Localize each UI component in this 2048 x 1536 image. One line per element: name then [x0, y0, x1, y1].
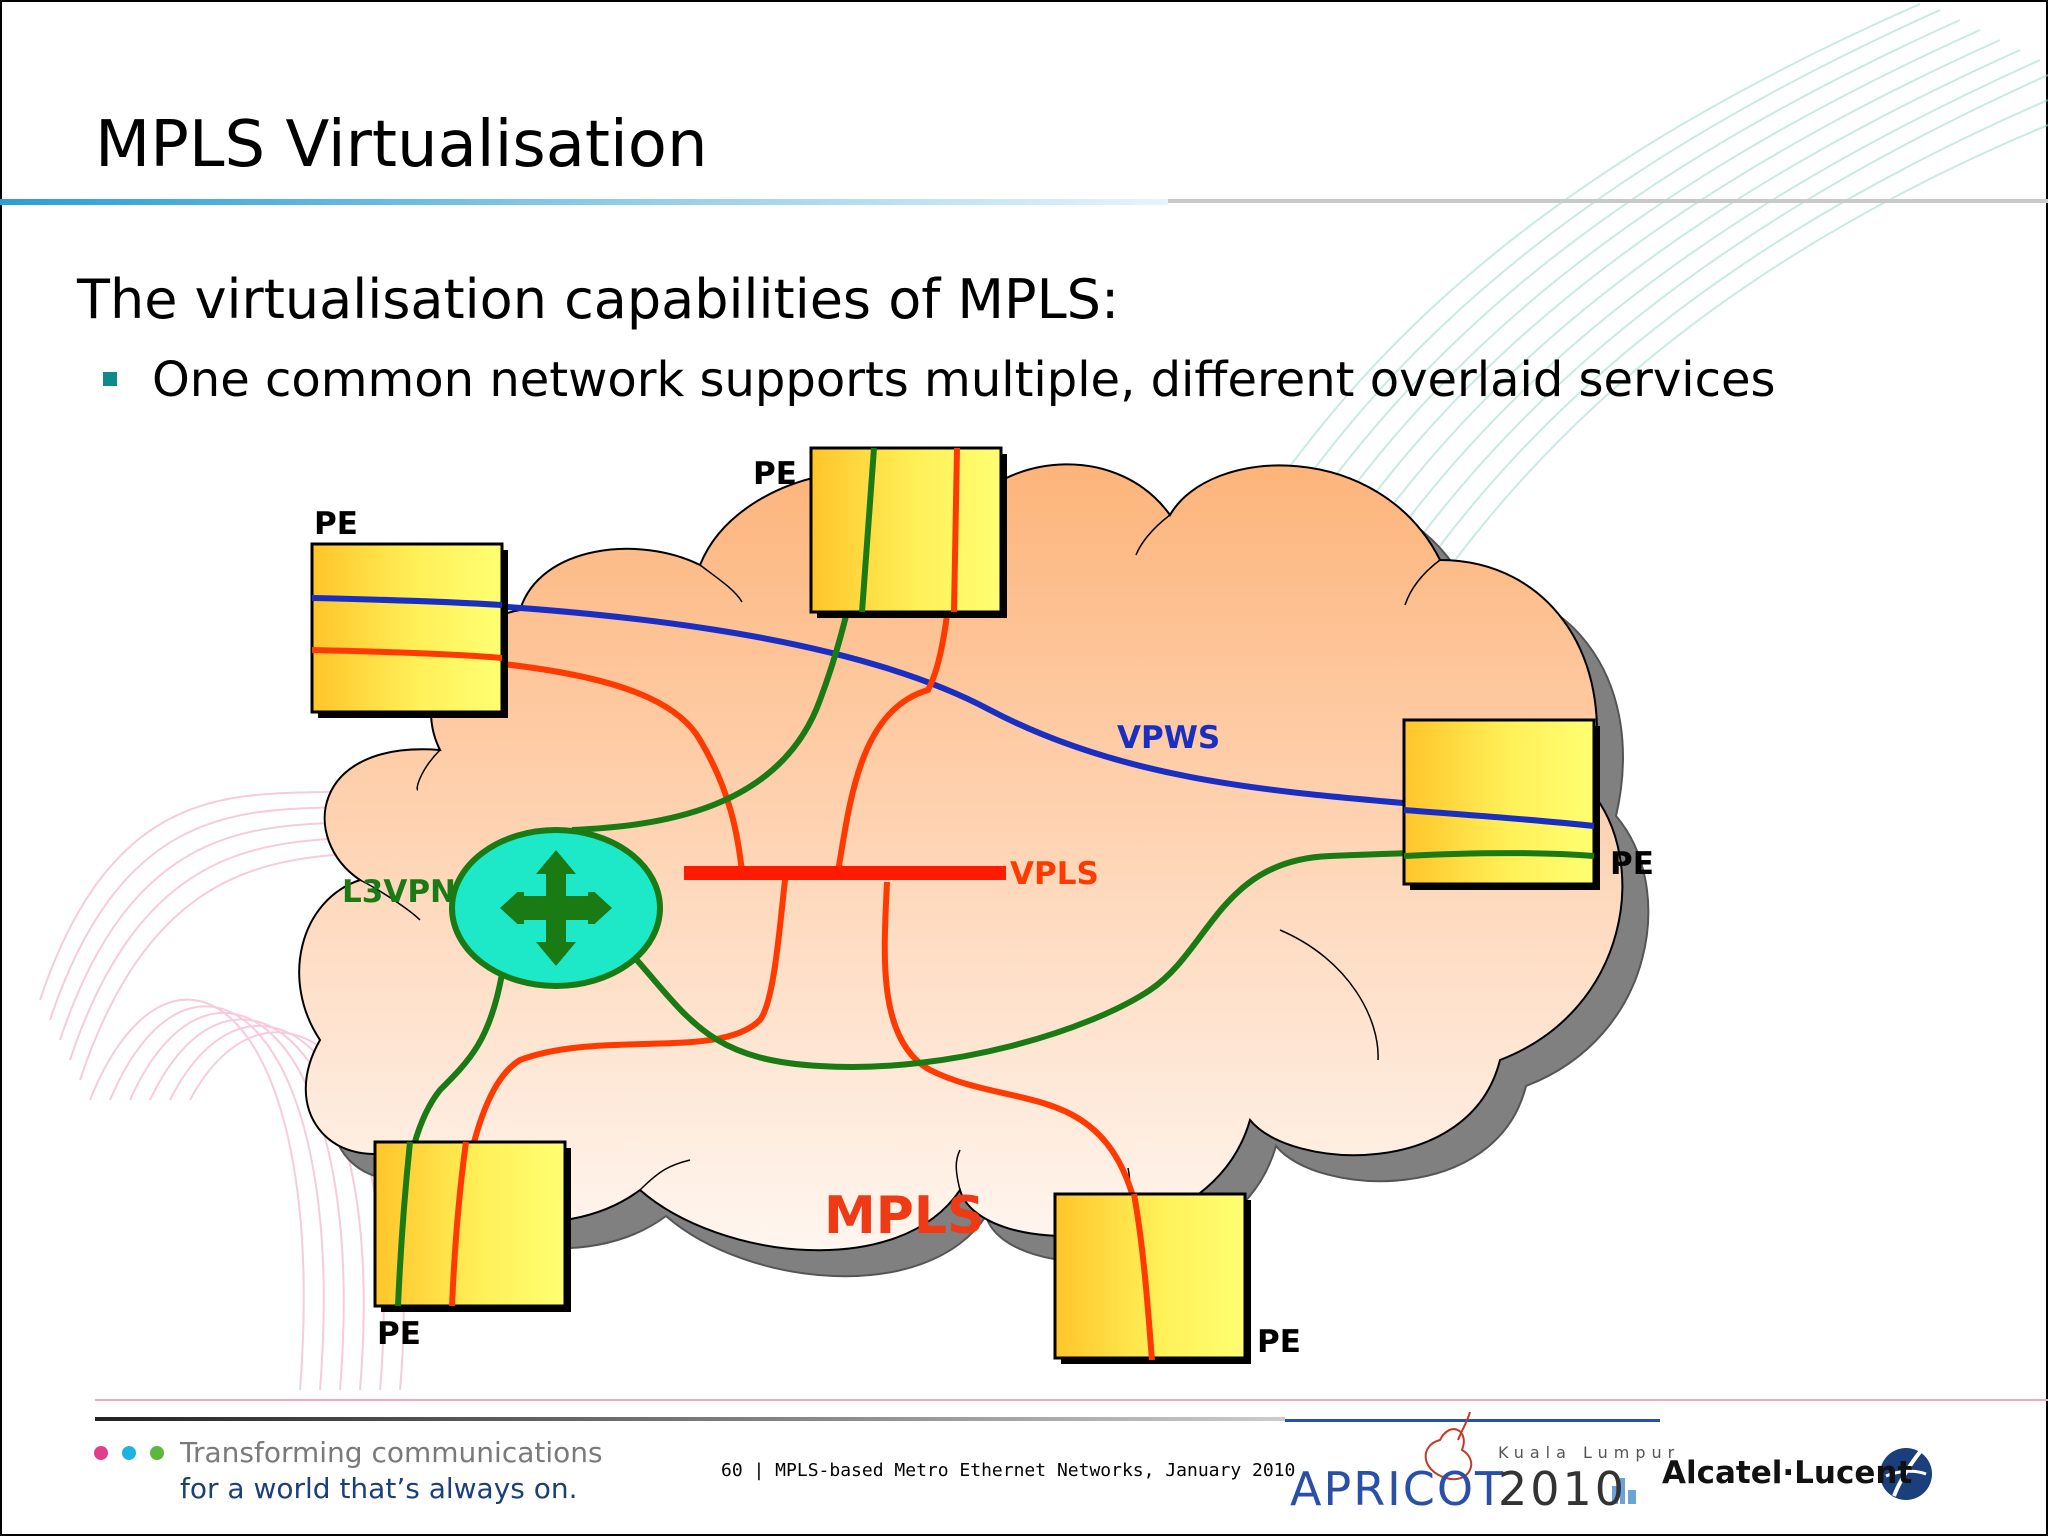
pe-router-top-center — [809, 446, 1007, 618]
footer-tagline-line1: Transforming communications — [180, 1436, 603, 1469]
l3vpn-link-segment-bottom — [395, 1141, 413, 1307]
l3vpn-link-segment-top — [859, 447, 877, 613]
l3vpn-link-segment-right — [1403, 850, 1595, 859]
pe-router-top-left — [310, 542, 508, 718]
cloud-lobe-lines — [359, 514, 1441, 1191]
vpls-bridge — [684, 866, 1006, 880]
pe-label-bottom-right: PE — [1257, 1324, 1301, 1360]
footer-event-name: APRICOT — [1290, 1462, 1506, 1516]
router-arrows-icon — [500, 850, 612, 966]
vpls-link-segment-bottom-left — [449, 1141, 469, 1307]
vpws-label: VPWS — [1117, 720, 1221, 756]
footer-event-city: Kuala Lumpur — [1498, 1443, 1681, 1462]
bullet-square-icon — [103, 372, 117, 386]
slide-title: MPLS Virtualisation — [95, 108, 708, 182]
pe-label-right: PE — [1610, 846, 1654, 882]
pe-router-bottom-left — [373, 1140, 571, 1312]
footer-dot-green — [150, 1446, 164, 1460]
footer-company-name: Alcatel·Lucent — [1662, 1455, 1913, 1491]
slide-subtitle: The virtualisation capabilities of MPLS: — [77, 268, 1120, 331]
footer-pink-line — [95, 1399, 2048, 1401]
l3vpn-label: L3VPN — [342, 874, 456, 910]
pe-label-top-center: PE — [753, 456, 797, 492]
footer-dot-pink — [94, 1446, 108, 1460]
footer-page-info: 60 | MPLS-based Metro Ethernet Networks,… — [721, 1460, 1296, 1481]
footer-event-year: 2010 — [1498, 1462, 1628, 1516]
footer-dark-line — [95, 1417, 1285, 1421]
vpws-link-segment-right — [1403, 807, 1595, 829]
kuala-lumpur-skyline-icon — [1612, 1478, 1636, 1504]
title-underline-right — [1168, 199, 2048, 203]
footer-dot-blue — [122, 1446, 136, 1460]
apricot-logo — [1424, 1411, 1473, 1481]
bullet-text: One common network supports multiple, di… — [152, 352, 1776, 408]
title-underline — [0, 199, 1168, 205]
pe-label-bottom-left: PE — [377, 1316, 421, 1352]
footer-blue-line — [1285, 1419, 1660, 1422]
alcatel-lucent-logo-icon — [1880, 1448, 1932, 1500]
vpws-link — [311, 595, 1595, 829]
vpls-label: VPLS — [1010, 856, 1099, 892]
vpls-link-segment-bottom-right — [1131, 1193, 1155, 1361]
vpls-link-segment-left — [311, 647, 503, 661]
mpls-cloud — [298, 463, 1624, 1252]
pe-label-top-left: PE — [314, 506, 358, 542]
vpls-link-segment-top — [951, 447, 960, 613]
footer-tagline-line2: for a world that’s always on. — [180, 1472, 578, 1505]
mpls-cloud-label: MPLS — [824, 1186, 985, 1246]
vpws-link-segment-left — [311, 595, 503, 608]
pe-router-bottom-right — [1053, 1192, 1251, 1364]
pe-router-right — [1402, 718, 1600, 890]
